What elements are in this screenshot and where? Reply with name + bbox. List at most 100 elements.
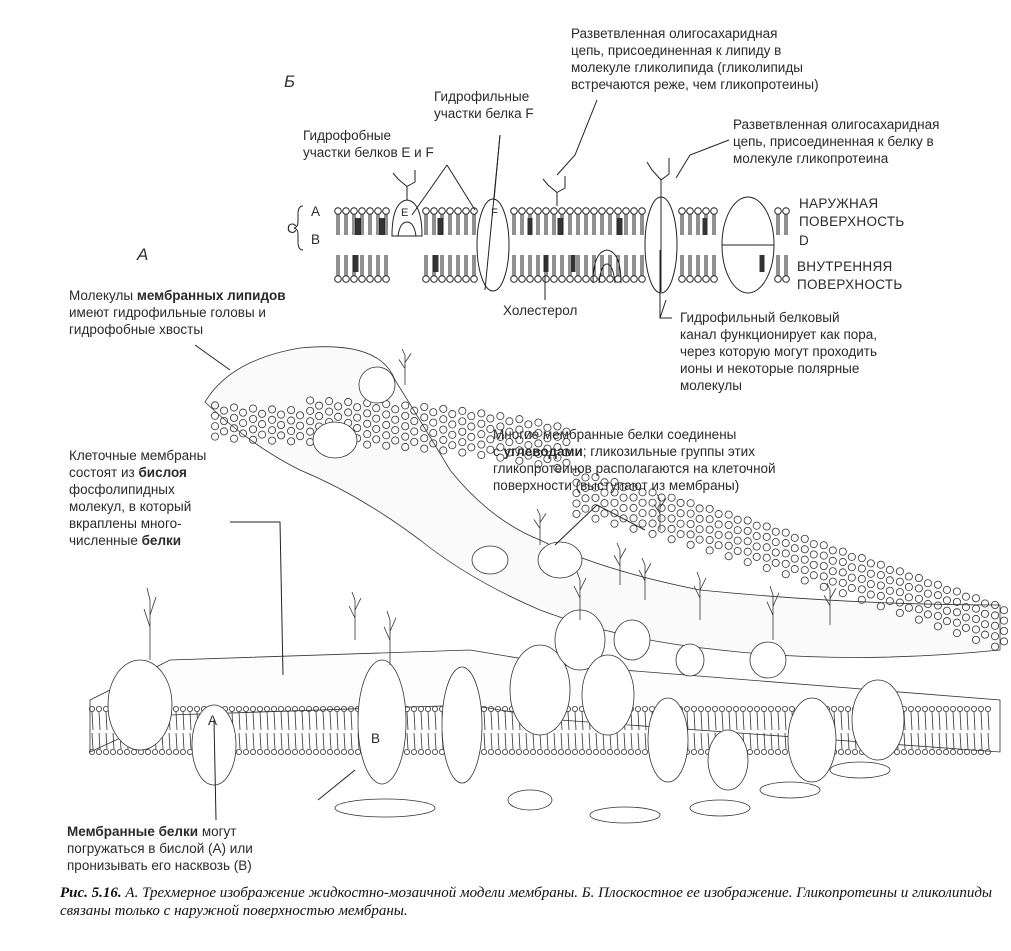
oligosaccharide-chain <box>646 158 670 198</box>
lipid-head <box>353 413 362 422</box>
lipid-head <box>667 504 676 513</box>
inner-surface-line-2: ПОВЕРХНОСТЬ <box>797 277 903 292</box>
channel-line-1: Гидрофильный белковый <box>680 310 840 325</box>
glyco-line-2-rest: ; гликозильные группы этих <box>582 444 755 459</box>
lipid-tail <box>574 711 577 731</box>
lipid-tail <box>336 732 339 750</box>
lipid-head <box>565 749 572 756</box>
figure-number: Рис. 5.16. <box>60 885 122 901</box>
lipid-head <box>712 706 719 713</box>
lipid-tail <box>406 711 409 731</box>
lipid-head <box>467 443 476 452</box>
lipid-head <box>410 427 419 436</box>
lipid-head <box>334 402 343 411</box>
lipid-head <box>781 549 790 558</box>
lipid-head <box>676 509 685 518</box>
lipid-head <box>130 749 137 756</box>
lipid-head <box>353 424 362 433</box>
lipid-head <box>591 493 600 502</box>
lipid-head <box>439 404 448 413</box>
cholesterol-molecule <box>570 255 576 272</box>
lipid-head <box>600 749 607 756</box>
lipid-head <box>838 578 847 587</box>
lipid-head <box>270 706 277 713</box>
lipid-head <box>876 560 885 569</box>
hydrophobic-line-1: Гидрофобные <box>303 128 392 143</box>
lipid-pair <box>470 207 478 283</box>
lipid-head <box>534 460 543 469</box>
lipid-head <box>629 514 638 523</box>
lipid-head <box>305 749 312 756</box>
proteins-bold: белки <box>141 533 182 548</box>
lipid-tail <box>931 732 934 750</box>
lipid-head <box>319 749 326 756</box>
bilayer-label: Клеточные мембраны состоят из бислоя фос… <box>69 447 206 549</box>
lipid-head <box>117 749 124 756</box>
lipid-head <box>809 550 818 559</box>
membrane-protein <box>675 643 705 677</box>
lipid-tail <box>560 732 563 750</box>
inner-surface-label: ВНУТРЕННЯЯ ПОВЕРХНОСТЬ <box>797 258 903 294</box>
lipid-head <box>800 555 809 564</box>
lipid-tail <box>637 711 640 731</box>
lipid-pair <box>630 207 638 283</box>
lipid-pair <box>350 207 358 283</box>
lipid-tail <box>630 732 633 750</box>
glycosyl-group <box>823 582 837 625</box>
lipid-head <box>315 401 324 410</box>
lipid-tail <box>840 711 843 731</box>
lipid-tail <box>350 732 353 750</box>
lipid-head <box>914 584 923 593</box>
lipid-head <box>943 706 950 713</box>
lipid-head <box>543 423 552 432</box>
lipid-head <box>752 552 761 561</box>
lipid-head <box>534 449 543 458</box>
lipid-tail <box>567 711 570 731</box>
lipid-head <box>845 706 852 713</box>
oligo-lipid-line-2: цепь, присоединенная к липиду в <box>571 43 782 58</box>
glyco-label: Многие мембранные белки соединены с угле… <box>493 426 776 494</box>
glycosyl-group <box>398 348 412 385</box>
lipid-tail <box>644 711 647 731</box>
lipid-head <box>838 568 847 577</box>
lipid-tail <box>756 711 759 731</box>
lipid-head <box>219 416 228 425</box>
lipid-head <box>964 706 971 713</box>
lipid-head <box>534 428 543 437</box>
lipid-tail <box>602 732 605 750</box>
membrane-protein <box>471 545 509 575</box>
lipid-head <box>312 706 319 713</box>
lipid-head <box>809 571 818 580</box>
lipid-head <box>971 635 980 644</box>
lipid-head <box>648 519 657 528</box>
lipid-tail <box>483 711 486 731</box>
lipid-pair <box>574 207 582 283</box>
membrane-protein <box>509 644 571 736</box>
lipid-head <box>249 414 258 423</box>
lipid-head <box>895 588 904 597</box>
lipid-head <box>761 706 768 713</box>
lipid-head <box>980 630 989 639</box>
lipid-head <box>828 556 837 565</box>
lipid-head <box>467 432 476 441</box>
lipid-head <box>790 565 799 574</box>
lipid-head <box>895 577 904 586</box>
lipid-head <box>762 522 771 531</box>
lipid-head <box>638 498 647 507</box>
lipid-head <box>424 706 431 713</box>
glyco-line-1: Многие мембранные белки соединены <box>493 427 737 442</box>
peripheral-protein <box>507 789 553 811</box>
lipid-head <box>705 504 714 513</box>
peripheral-protein <box>589 806 661 824</box>
lipid-head <box>762 564 771 573</box>
lipid-tail <box>168 732 171 750</box>
lipid-tail <box>273 732 276 750</box>
lipid-tail <box>707 732 710 750</box>
caption-text: А. Трехмерное изображение жидкостно-моза… <box>60 885 993 919</box>
lipid-head <box>581 504 590 513</box>
lipid-head <box>382 431 391 440</box>
lipid-head <box>291 706 298 713</box>
lipid-head <box>610 478 619 487</box>
lipid-tail <box>637 732 640 750</box>
lipid-tail <box>427 711 430 731</box>
